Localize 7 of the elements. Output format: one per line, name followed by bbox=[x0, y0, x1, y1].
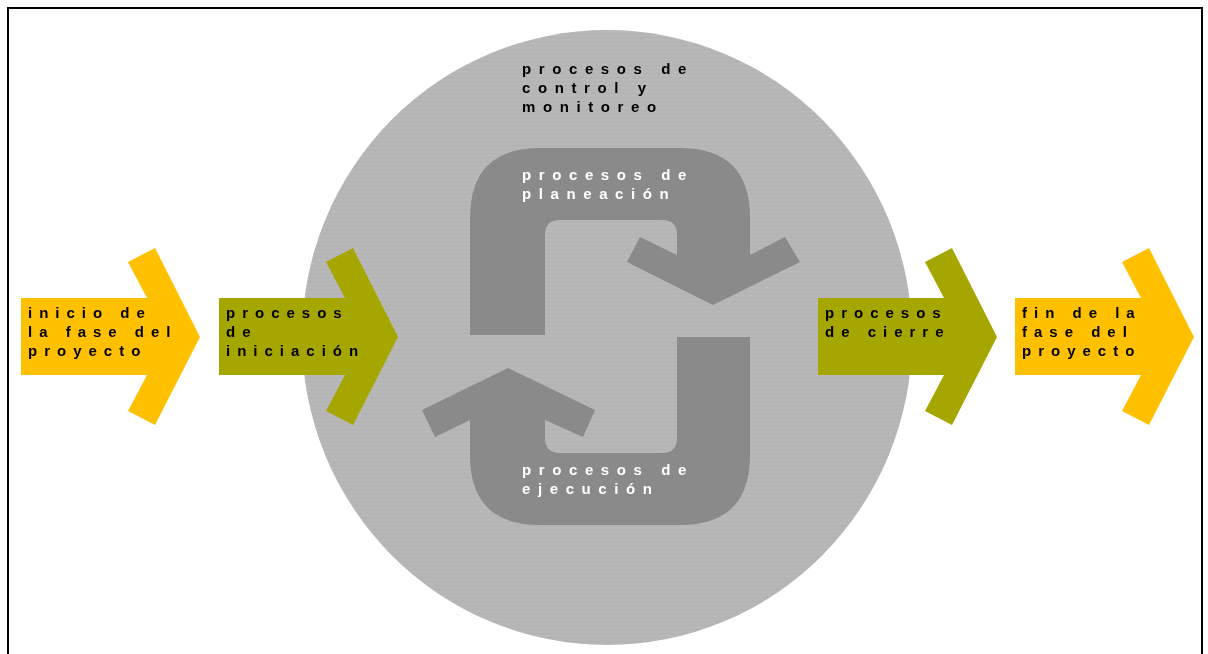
banner-label: procesos de iniciación bbox=[226, 303, 367, 360]
banner-label: procesos de cierre bbox=[825, 303, 952, 341]
circle-label: procesos de control y monitoreo bbox=[522, 59, 695, 116]
banner-label: procesos de ejecución bbox=[522, 460, 695, 498]
banner-label: fin de la fase del proyecto bbox=[1022, 303, 1143, 360]
banner-label: procesos de planeación bbox=[522, 165, 695, 203]
banner-label: inicio de la fase del proyecto bbox=[28, 303, 179, 360]
